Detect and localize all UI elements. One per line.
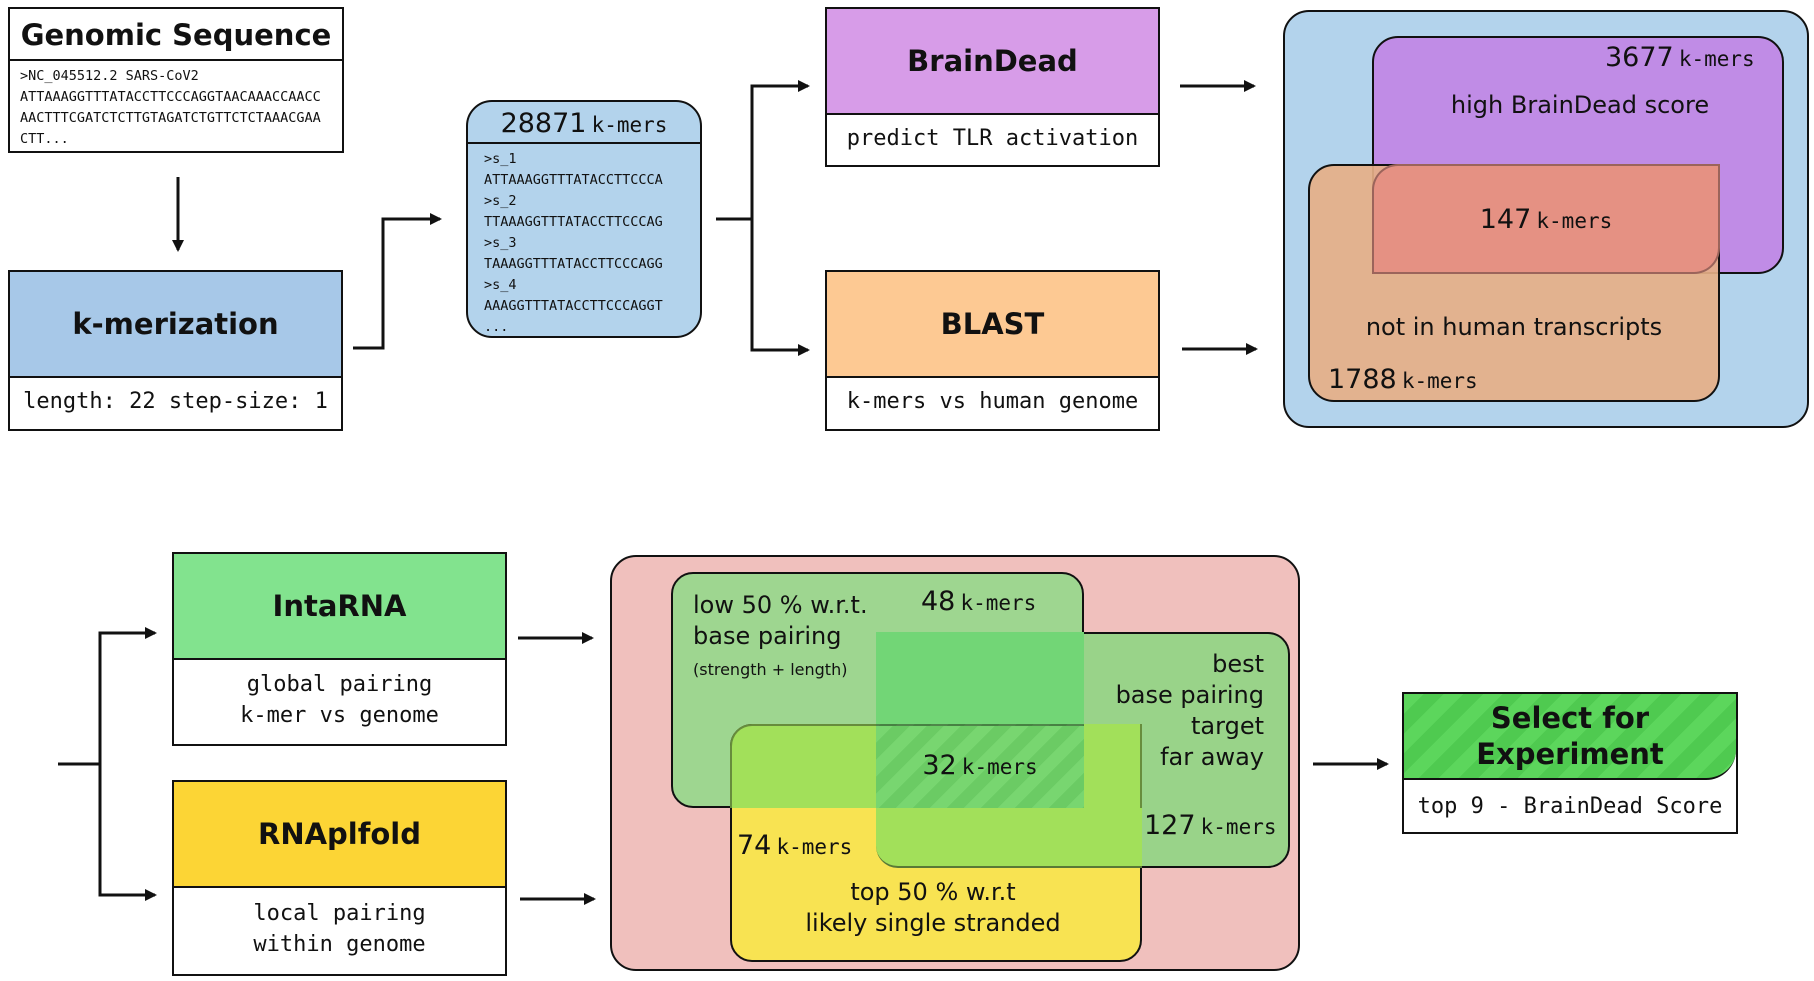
rnaplfold-box: RNAplfold local pairing within genome xyxy=(172,780,507,976)
select-experiment-box: Select for Experiment top 9 - BrainDead … xyxy=(1402,692,1738,834)
kmers-count-header: 28871 k-mers xyxy=(468,102,700,144)
rnaplfold-desc: local pairing within genome xyxy=(174,884,505,974)
braindead-title: BrainDead xyxy=(827,9,1158,115)
overlap-unit: k-mers xyxy=(1536,209,1613,233)
intarna-desc-line: global pairing xyxy=(246,672,433,697)
intarna-title: IntaRNA xyxy=(174,554,505,660)
orange-unit: k-mers xyxy=(1401,369,1478,393)
venn-top-orange-label: not in human transcripts xyxy=(1365,313,1663,341)
rnaplfold-title: RNAplfold xyxy=(174,782,505,888)
rnaplfold-desc-line: within genome xyxy=(253,932,426,957)
kmer-line: >s_4 xyxy=(484,277,517,293)
arrow-input-to-rnaplfold xyxy=(98,764,157,901)
venn-top-purple-count-label: 3677 k-mers xyxy=(1605,40,1755,79)
select-title-line: Select for xyxy=(1490,701,1650,735)
kmers-list-box: 28871 k-mers >s_1 ATTAAAGGTTTATACCTTCCCA… xyxy=(466,100,702,338)
genomic-sequence-box: Genomic Sequence >NC_045512.2 SARS-CoV2 … xyxy=(8,7,344,153)
venn-bottom-center-overlap xyxy=(876,724,1084,808)
select-experiment-title: Select for Experiment xyxy=(1404,694,1736,780)
kmers-count: 28871 xyxy=(500,108,587,139)
venn-bottom-low-top-overlap xyxy=(730,724,876,808)
arrow-kmers-to-blast xyxy=(750,219,810,356)
kmers-unit: k-mers xyxy=(591,113,668,137)
kmer-line: TTAAAGGTTTATACCTTCCCAG xyxy=(484,214,663,230)
top-label-line: top 50 % w.r.t xyxy=(850,878,1016,906)
arrow-kmers-to-braindead xyxy=(716,80,810,221)
blast-title: BLAST xyxy=(827,272,1158,378)
venn-bottom-best-count-label: 127 k-mers xyxy=(1144,808,1277,847)
select-title-line: Experiment xyxy=(1476,737,1664,771)
venn-top-orange-count-label: 1788 k-mers xyxy=(1328,362,1478,401)
center-unit: k-mers xyxy=(961,755,1038,779)
top-count: 74 xyxy=(737,830,772,861)
kmer-line: >s_1 xyxy=(484,151,517,167)
arrow-input-to-intarna xyxy=(58,627,157,766)
braindead-box: BrainDead predict TLR activation xyxy=(825,7,1160,167)
venn-top-overlap-count-label: 147 k-mers xyxy=(1372,202,1720,241)
venn-bottom-low-note: (strength + length) xyxy=(693,660,848,679)
kmer-line: >s_2 xyxy=(484,193,517,209)
arrow-kmerization-to-kmers xyxy=(353,213,442,350)
blast-desc: k-mers vs human genome xyxy=(846,389,1139,414)
braindead-desc: predict TLR activation xyxy=(846,125,1139,151)
low-count: 48 xyxy=(921,586,956,617)
intarna-box: IntaRNA global pairing k-mer vs genome xyxy=(172,552,507,746)
sequence-line: CTT... xyxy=(20,131,69,147)
kmer-line: ATTAAAGGTTTATACCTTCCCA xyxy=(484,172,663,188)
venn-bottom-best-label: best base pairing target far away xyxy=(1070,649,1264,773)
venn-bottom-low-count-label: 48 k-mers xyxy=(921,584,1036,623)
sequence-line: >NC_045512.2 SARS-CoV2 xyxy=(20,68,199,84)
best-label-line: base pairing xyxy=(1115,681,1264,709)
best-label-line: far away xyxy=(1160,743,1264,771)
low-unit: k-mers xyxy=(960,591,1037,615)
venn-bottom-top-label: top 50 % w.r.t likely single stranded xyxy=(730,877,1136,939)
intarna-desc-line: k-mer vs genome xyxy=(240,703,439,728)
sequence-line: ATTAAAGGTTTATACCTTCCCAGGTAACAAACCAACC xyxy=(20,89,321,105)
rnaplfold-desc-line: local pairing xyxy=(253,901,426,926)
intarna-desc: global pairing k-mer vs genome xyxy=(174,656,505,744)
kmer-line: TAAAGGTTTATACCTTCCCAGG xyxy=(484,256,663,272)
sequence-line: AACTTTCGATCTCTTGTAGATCTGTTCTCTAAACGAA xyxy=(20,110,321,126)
orange-count: 1788 xyxy=(1328,364,1397,395)
low-label-line: low 50 % w.r.t. xyxy=(693,591,868,619)
venn-bottom-center-count-label: 32 k-mers xyxy=(876,748,1084,787)
purple-unit: k-mers xyxy=(1678,47,1755,71)
genomic-sequence-body: >NC_045512.2 SARS-CoV2 ATTAAAGGTTTATACCT… xyxy=(10,59,342,151)
best-label-line: best xyxy=(1212,650,1264,678)
select-experiment-desc: top 9 - BrainDead Score xyxy=(1417,793,1723,819)
venn-bottom-best-top-lower xyxy=(876,808,1142,868)
venn-bottom-low-label: low 50 % w.r.t. base pairing xyxy=(693,590,868,652)
kmer-line: ... xyxy=(484,319,509,335)
venn-bottom-top-count-label: 74 k-mers xyxy=(737,828,852,867)
kmer-line: >s_3 xyxy=(484,235,517,251)
venn-bottom-low-best-overlap xyxy=(876,632,1084,724)
kmers-list: >s_1 ATTAAAGGTTTATACCTTCCCA >s_2 TTAAAGG… xyxy=(484,149,696,336)
best-label-line: target xyxy=(1191,712,1264,740)
blast-box: BLAST k-mers vs human genome xyxy=(825,270,1160,431)
venn-top-purple-label: high BrainDead score xyxy=(1450,91,1710,119)
kmerization-box: k-merization length: 22 step-size: 1 xyxy=(8,270,343,431)
top-unit: k-mers xyxy=(776,835,853,859)
best-unit: k-mers xyxy=(1200,815,1277,839)
genomic-sequence-title: Genomic Sequence xyxy=(20,18,332,52)
best-count: 127 xyxy=(1144,810,1196,841)
venn-top-overlap-region xyxy=(1372,164,1720,274)
overlap-count: 147 xyxy=(1479,204,1532,235)
center-count: 32 xyxy=(922,750,957,781)
top-label-line: likely single stranded xyxy=(805,909,1061,937)
kmerization-title: k-merization xyxy=(10,272,341,378)
kmerization-params: length: 22 step-size: 1 xyxy=(23,389,328,414)
purple-count: 3677 xyxy=(1605,42,1674,73)
kmer-line: AAAGGTTTATACCTTCCCAGGT xyxy=(484,298,663,314)
low-label-line: base pairing xyxy=(693,622,842,650)
